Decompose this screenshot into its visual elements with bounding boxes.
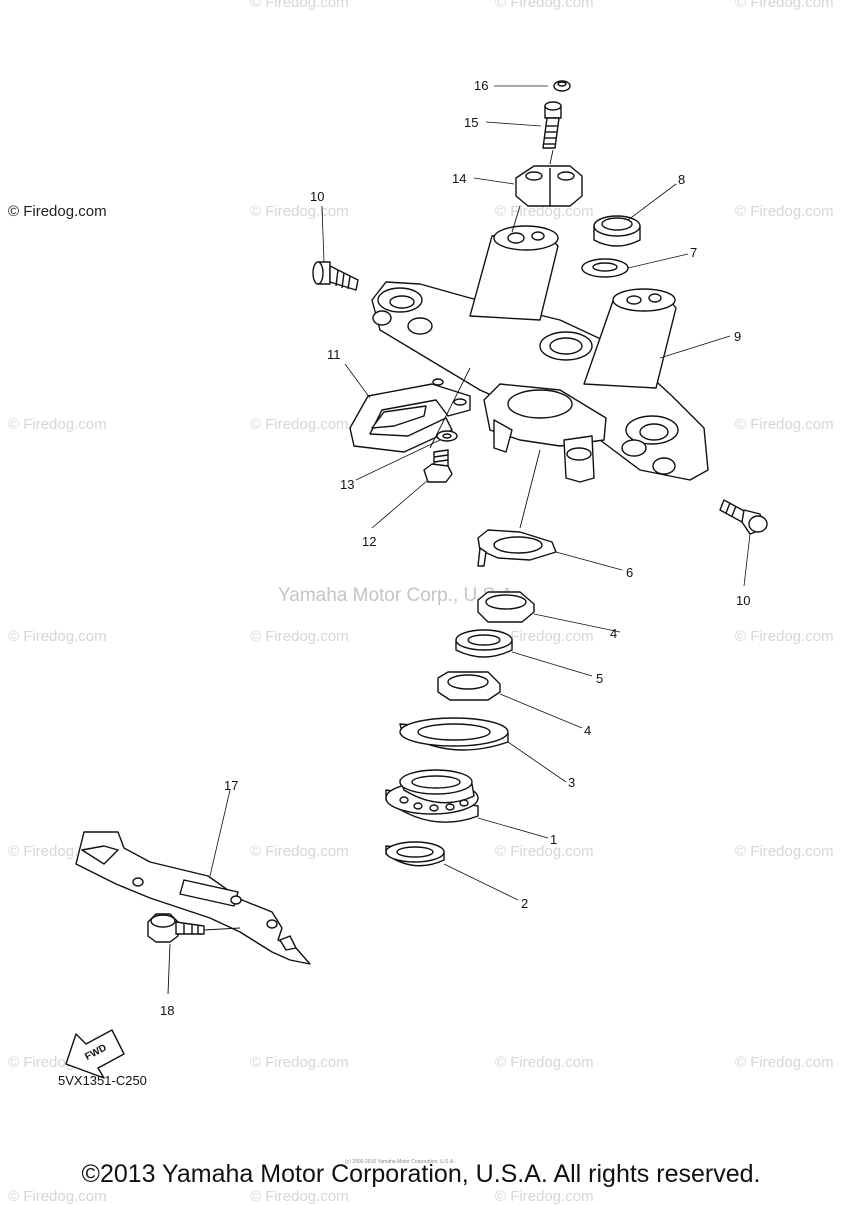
diagram-code: 5VX1351-C250	[58, 1073, 147, 1088]
watermark: © Firedog.com	[8, 416, 107, 433]
part-5-lock-washer	[455, 629, 513, 658]
part-2-seal	[385, 841, 445, 867]
watermark-main: © Firedog.com	[8, 203, 107, 220]
watermark: © Firedog.com	[735, 203, 834, 220]
fwd-arrow-icon	[65, 1029, 125, 1079]
part-label-5: 5	[596, 671, 603, 686]
part-9-lower-bracket	[371, 225, 709, 483]
part-label-10-left: 10	[310, 189, 324, 204]
part-label-14: 14	[452, 171, 466, 186]
part-7-washer	[581, 258, 629, 278]
watermark: © Firedog.com	[250, 203, 349, 220]
watermark: © Firedog.com	[495, 628, 594, 645]
part-13-washer	[436, 430, 458, 442]
part-label-4-lower: 4	[584, 723, 591, 738]
part-12-bolt	[423, 449, 453, 483]
part-label-16: 16	[474, 78, 488, 93]
part-label-8: 8	[678, 172, 685, 187]
part-8-cap	[593, 215, 641, 247]
watermark: © Firedog.com	[495, 843, 594, 860]
part-label-4-upper: 4	[610, 626, 617, 641]
part-15-bolt	[542, 101, 562, 149]
part-label-18: 18	[160, 1003, 174, 1018]
watermark: © Firedog.com	[8, 628, 107, 645]
part-4-ring-nut-lower	[437, 671, 501, 701]
part-14-clamp	[515, 165, 583, 207]
watermark: © Firedog.com	[735, 1054, 834, 1071]
watermark: © Firedog.com	[250, 843, 349, 860]
part-6-seal	[477, 529, 557, 567]
fine-print: (c) 2000-2016 Yamaha Motor Corporation, …	[345, 1159, 455, 1165]
watermark: © Firedog.com	[250, 1054, 349, 1071]
center-watermark: Yamaha Motor Corp., U.S.A.	[278, 585, 519, 606]
watermark: © Firedog.com	[735, 0, 834, 11]
part-label-7: 7	[690, 245, 697, 260]
part-label-13: 13	[340, 477, 354, 492]
part-label-6: 6	[626, 565, 633, 580]
part-label-11: 11	[327, 347, 341, 362]
watermark: © Firedog.com	[735, 628, 834, 645]
part-16-cap	[553, 80, 571, 92]
part-18-bolt	[147, 913, 205, 943]
copyright-notice: ©2013 Yamaha Motor Corporation, U.S.A. A…	[81, 1160, 761, 1188]
part-label-17: 17	[224, 778, 238, 793]
part-17-bracket	[75, 831, 311, 965]
watermark: © Firedog.com	[495, 0, 594, 11]
part-4-ring-nut-upper	[477, 591, 535, 623]
part-label-9: 9	[734, 329, 741, 344]
watermark: © Firedog.com	[735, 416, 834, 433]
part-label-12: 12	[362, 534, 376, 549]
part-label-1: 1	[550, 832, 557, 847]
part-label-2: 2	[521, 896, 528, 911]
watermark: © Firedog.com	[250, 628, 349, 645]
part-3-dust-cover	[399, 717, 509, 751]
watermark: © Firedog.com	[735, 843, 834, 860]
watermark: © Firedog.com	[250, 0, 349, 11]
part-10-bolt-left	[312, 261, 359, 291]
part-10-bolt-right	[719, 499, 768, 535]
watermark: © Firedog.com	[495, 1054, 594, 1071]
watermark: © Firedog.com	[250, 416, 349, 433]
part-label-10-right: 10	[736, 593, 750, 608]
part-label-15: 15	[464, 115, 478, 130]
part-label-3: 3	[568, 775, 575, 790]
part-1-bearing	[385, 769, 479, 823]
